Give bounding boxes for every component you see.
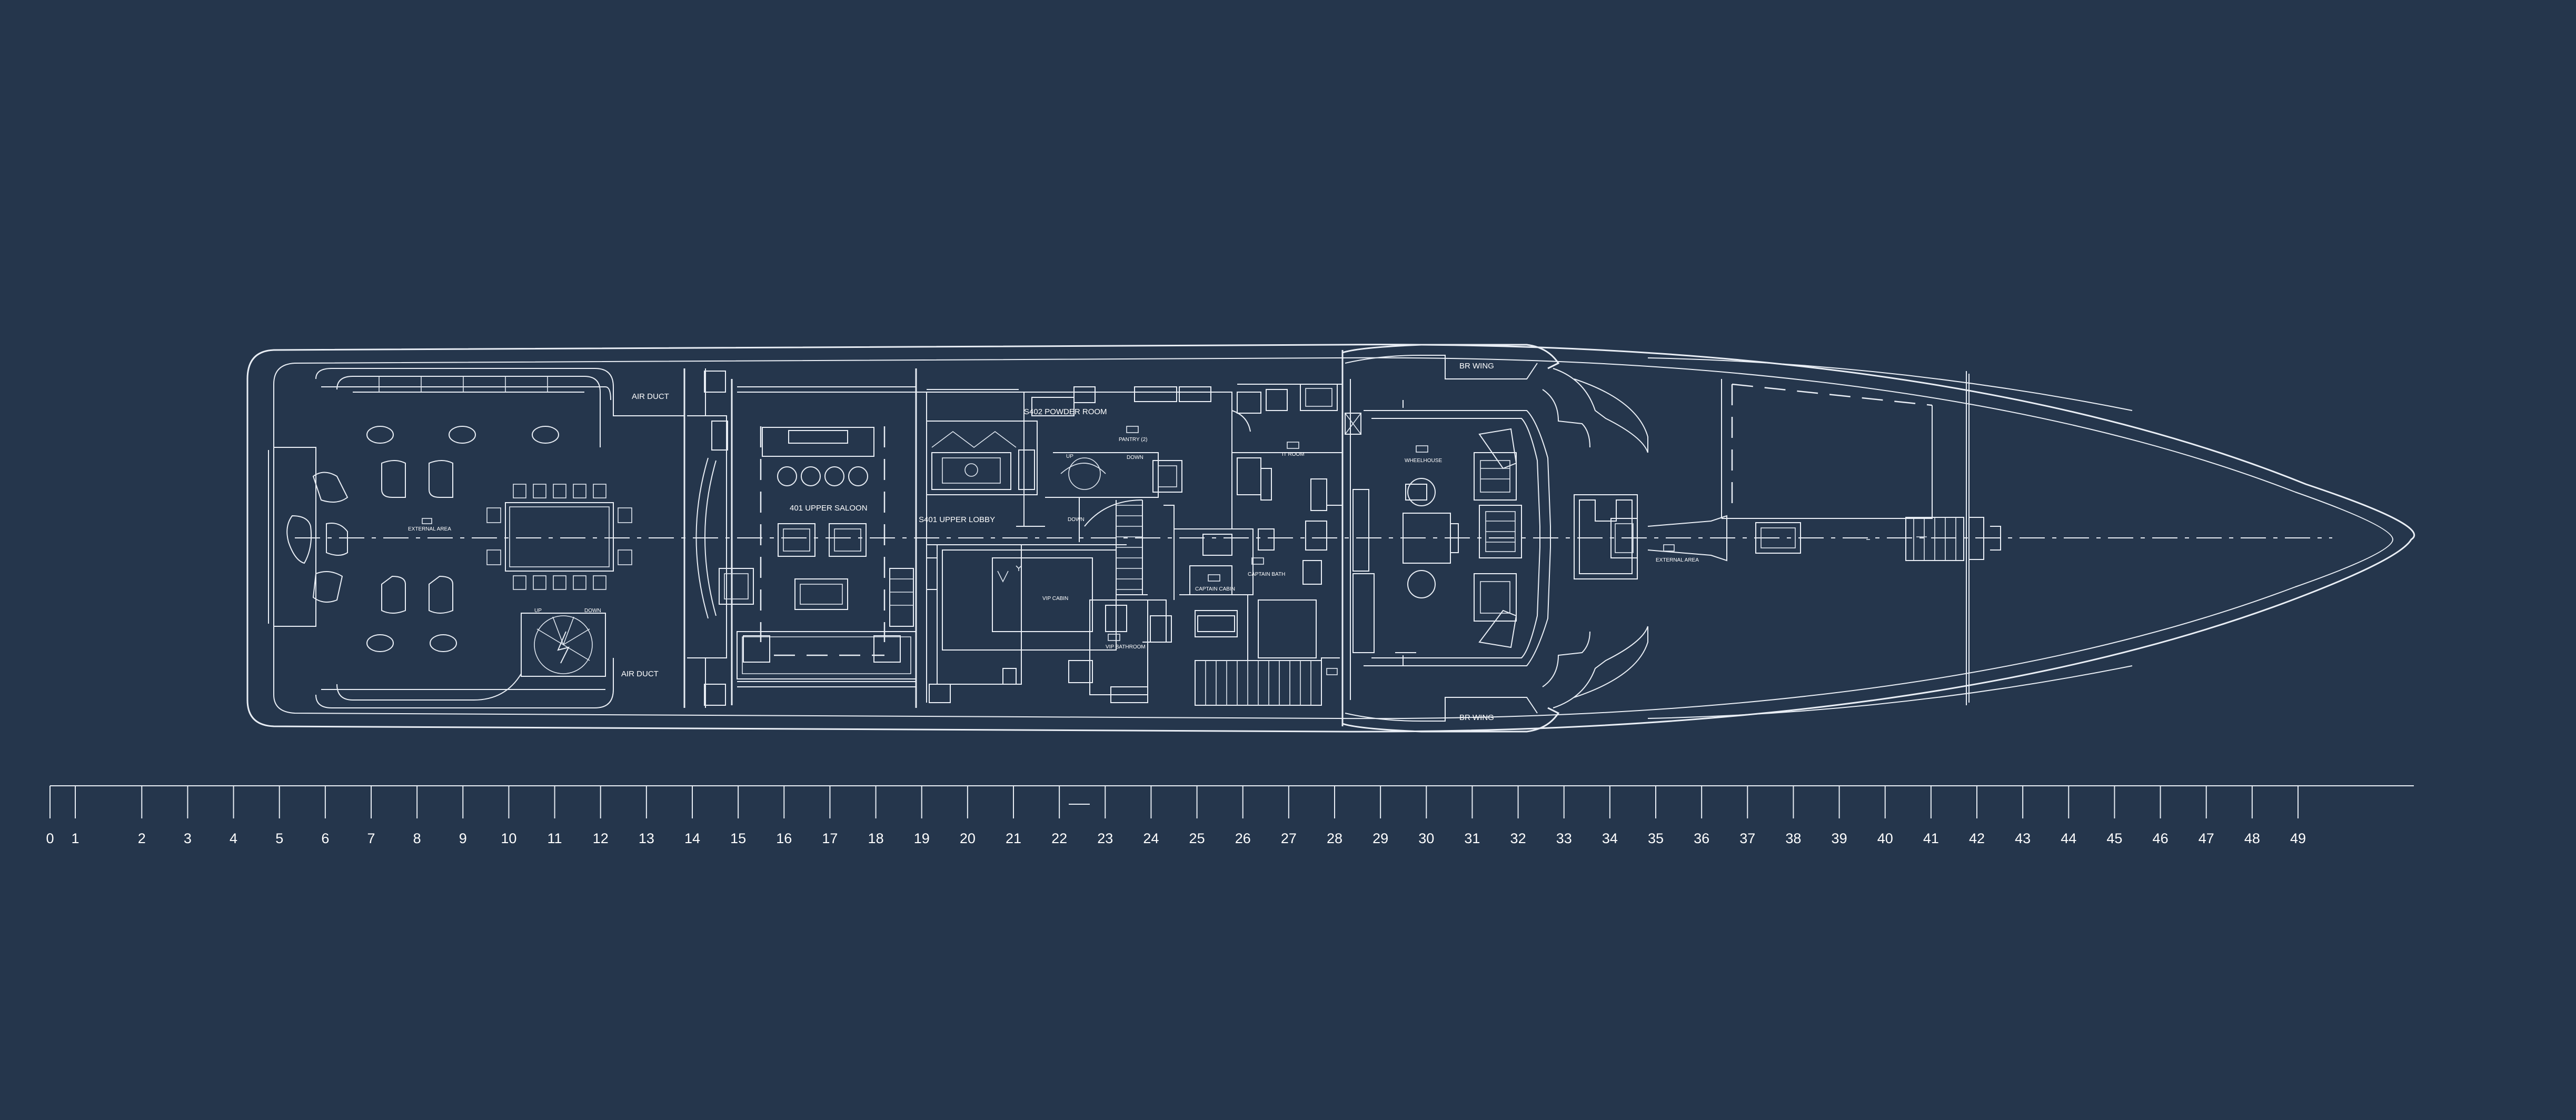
scale-tick-label: 12 bbox=[593, 831, 609, 846]
scale-tick-label: 0 bbox=[46, 831, 54, 846]
scale-tick-label: 47 bbox=[2199, 831, 2214, 846]
scale-tick-label: 26 bbox=[1235, 831, 1251, 846]
scale-tick-label: 41 bbox=[1923, 831, 1939, 846]
scale-tick-label: 4 bbox=[230, 831, 237, 846]
scale-tick-label: 39 bbox=[1832, 831, 1847, 846]
lobby-area bbox=[915, 368, 1232, 708]
label-br-wing-top: BR WING bbox=[1459, 362, 1494, 371]
scale-tick-label: 45 bbox=[2106, 831, 2122, 846]
scale-tick-label: 35 bbox=[1648, 831, 1664, 846]
fore-deck bbox=[1542, 357, 2133, 719]
label-wheelhouse: WHEELHOUSE bbox=[1405, 458, 1442, 464]
scale-tick-label: 23 bbox=[1097, 831, 1113, 846]
scale-tick-label: 22 bbox=[1051, 831, 1067, 846]
scale-tick-label: 20 bbox=[960, 831, 976, 846]
scale-tick-label: 18 bbox=[868, 831, 884, 846]
scale-tick-label: 27 bbox=[1281, 831, 1297, 846]
scale-tick-label: 10 bbox=[501, 831, 516, 846]
room-labels: AIR DUCT AIR DUCT EXTERNAL AREA 401 UPPE… bbox=[408, 362, 1699, 722]
label-powder-room: S402 POWDER ROOM bbox=[1024, 407, 1107, 416]
scale-tick-label: 5 bbox=[275, 831, 283, 846]
captain-quarters bbox=[1163, 384, 1343, 706]
scale-tick-label: 3 bbox=[184, 831, 192, 846]
label-stair-down-aft: DOWN bbox=[584, 608, 601, 614]
scale-tick-label: 21 bbox=[1006, 831, 1021, 846]
label-down-lobby: DOWN bbox=[1068, 517, 1085, 523]
scale-tick-label: 2 bbox=[138, 831, 146, 846]
scale-tick-label: 28 bbox=[1327, 831, 1342, 846]
scale-tick-label: 48 bbox=[2244, 831, 2260, 846]
scale-tick-label: 11 bbox=[548, 831, 562, 846]
label-stair-down-mid: DOWN bbox=[1127, 455, 1143, 461]
label-upper-lobby: S401 UPPER LOBBY bbox=[919, 515, 995, 524]
scale-tick-label: 8 bbox=[413, 831, 421, 846]
label-stair-up-aft: UP bbox=[534, 608, 542, 614]
aft-external-area bbox=[286, 368, 685, 708]
label-vip-cabin: VIP CABIN bbox=[1042, 596, 1068, 602]
scale-tick-label: 36 bbox=[1694, 831, 1709, 846]
scale-tick-label: 24 bbox=[1143, 831, 1159, 846]
scale-tick-label: 32 bbox=[1510, 831, 1526, 846]
label-pantry: PANTRY (2) bbox=[1119, 437, 1147, 443]
scale-tick-label: 15 bbox=[730, 831, 746, 846]
scale-tick-label: 38 bbox=[1785, 831, 1801, 846]
scale-tick-label: 29 bbox=[1372, 831, 1388, 846]
label-captain-cabin: CAPTAIN CABIN bbox=[1195, 586, 1235, 592]
scale-tick-label: 46 bbox=[2153, 831, 2169, 846]
scale-tick-label: 17 bbox=[822, 831, 838, 846]
label-it-room: IT ROOM bbox=[1282, 452, 1305, 457]
wheelhouse bbox=[1341, 344, 1560, 733]
upper-saloon bbox=[683, 368, 917, 708]
scale-tick-label: 1 bbox=[71, 831, 79, 846]
scale-tick-label: 30 bbox=[1418, 831, 1434, 846]
scale-tick-label: 14 bbox=[684, 831, 700, 846]
scale-tick-label: 7 bbox=[367, 831, 375, 846]
scale-tick-label: 43 bbox=[2015, 831, 2031, 846]
scale-tick-label: 44 bbox=[2061, 831, 2076, 846]
scale-tick-label: 9 bbox=[459, 831, 467, 846]
scale-tick-label: 6 bbox=[321, 831, 329, 846]
label-stair-up-mid: UP bbox=[1066, 454, 1073, 459]
label-air-duct-top: AIR DUCT bbox=[632, 392, 669, 401]
label-external-area-aft: EXTERNAL AREA bbox=[408, 526, 451, 532]
label-upper-saloon: 401 UPPER SALOON bbox=[790, 504, 868, 513]
label-captain-bath: CAPTAIN BATH bbox=[1248, 572, 1285, 577]
label-air-duct-bottom: AIR DUCT bbox=[621, 669, 659, 678]
scale-tick-label: 31 bbox=[1464, 831, 1480, 846]
scale-tick-label: 13 bbox=[639, 831, 654, 846]
label-external-area-fwd: EXTERNAL AREA bbox=[1656, 557, 1699, 563]
scale-tick-label: 49 bbox=[2290, 831, 2306, 846]
label-vip-bathroom: VIP BATHROOM bbox=[1106, 644, 1146, 650]
scale-tick-label: 34 bbox=[1602, 831, 1618, 846]
scale-tick-label: 16 bbox=[776, 831, 792, 846]
scale-tick-label: 42 bbox=[1969, 831, 1985, 846]
scale-tick-label: 25 bbox=[1189, 831, 1205, 846]
label-br-wing-bottom: BR WING bbox=[1459, 713, 1494, 722]
scale-tick-label: 37 bbox=[1739, 831, 1755, 846]
scale-tick-label: 33 bbox=[1556, 831, 1572, 846]
scale-tick-label: 19 bbox=[914, 831, 930, 846]
scale-tick-label: 40 bbox=[1877, 831, 1893, 846]
